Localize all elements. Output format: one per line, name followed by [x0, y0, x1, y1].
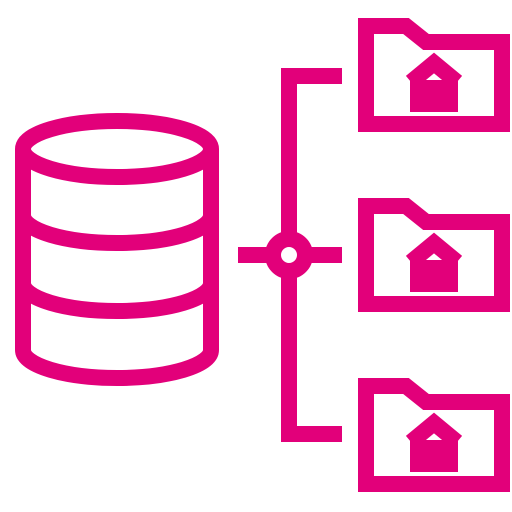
database-band-3: [15, 283, 219, 386]
folder-home-icon-top: [358, 18, 510, 132]
database-top-ellipse: [15, 113, 219, 185]
connector-node: [265, 231, 313, 279]
folder-outline: [358, 378, 510, 492]
folder-home-icon-bottom: [358, 378, 510, 492]
folder-outline: [358, 198, 510, 312]
home-icon: [405, 412, 463, 472]
connector-bracket-bottom: [281, 271, 342, 442]
folder-outline: [358, 18, 510, 132]
connector-bracket-top: [281, 68, 342, 239]
home-icon: [405, 232, 463, 292]
folder-home-icon-middle: [358, 198, 510, 312]
home-icon: [405, 52, 463, 112]
connector-node-icon: [238, 68, 342, 442]
database-icon: [15, 113, 219, 386]
